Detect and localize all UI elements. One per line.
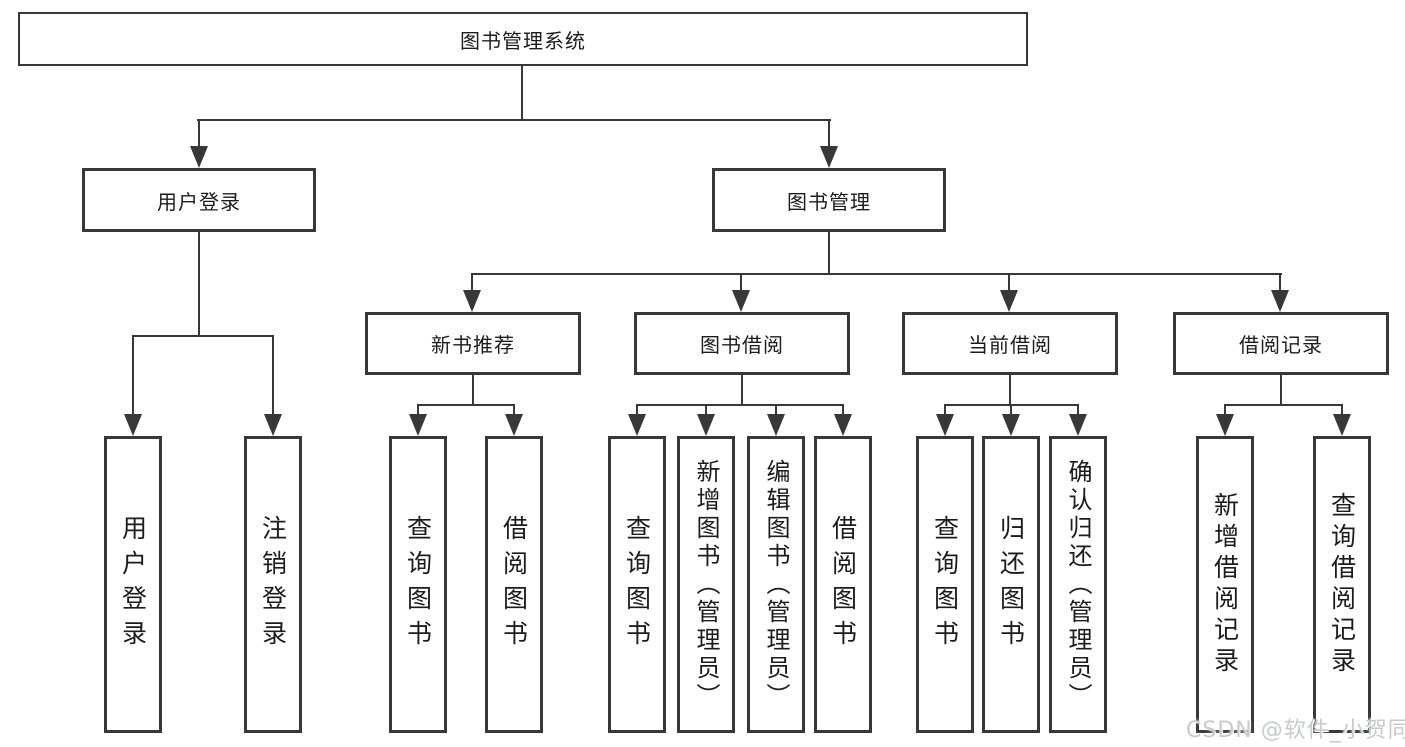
connector-line — [198, 121, 200, 149]
connector-line — [636, 404, 844, 406]
connector-line — [944, 404, 1079, 406]
connector-line — [775, 406, 777, 420]
connector-line — [1279, 275, 1281, 294]
arrow-down-icon — [1002, 414, 1020, 436]
arrow-down-icon — [1000, 290, 1018, 312]
arrow-down-icon — [190, 146, 208, 168]
connector-line — [1224, 404, 1343, 406]
arrow-down-icon — [1069, 414, 1087, 436]
arrow-down-icon — [732, 290, 750, 312]
connector-line — [521, 66, 523, 120]
arrow-down-icon — [409, 414, 427, 436]
arrow-down-icon — [628, 414, 646, 436]
connector-line — [197, 119, 831, 121]
node-book-management: 图书管理 — [712, 168, 946, 232]
connector-line — [741, 375, 743, 406]
leaf-newbook-query-books: 查询图书 — [389, 436, 447, 733]
arrow-down-icon — [834, 414, 852, 436]
connector-line — [198, 232, 200, 336]
arrow-down-icon — [124, 414, 142, 436]
connector-line — [471, 275, 473, 294]
leaf-records-query-record: 查询借阅记录 — [1313, 436, 1371, 733]
node-book-borrow: 图书借阅 — [634, 312, 850, 375]
leaf-label: 新增图书（管理员） — [692, 458, 720, 711]
leaf-borrow-query-books: 查询图书 — [608, 436, 666, 733]
node-borrow-records: 借阅记录 — [1173, 312, 1389, 375]
connector-line — [1008, 275, 1010, 294]
connector-line — [1341, 406, 1343, 420]
connector-line — [636, 406, 638, 420]
connector-line — [417, 406, 419, 420]
arrow-down-icon — [1271, 290, 1289, 312]
leaf-label: 查询借阅记录 — [1327, 491, 1357, 678]
arrow-down-icon — [1216, 414, 1234, 436]
arrow-down-icon — [820, 146, 838, 168]
leaf-label: 借阅图书 — [828, 514, 858, 655]
leaf-label: 查询图书 — [403, 514, 433, 655]
leaf-newbook-borrow-books: 借阅图书 — [485, 436, 543, 733]
connector-line — [842, 406, 844, 420]
connector-line — [472, 375, 474, 406]
leaf-borrow-edit-books-admin: 编辑图书（管理员） — [747, 436, 805, 733]
leaf-label: 确认归还（管理员） — [1064, 458, 1092, 711]
connector-line — [132, 335, 274, 337]
connector-line — [1010, 406, 1012, 420]
node-user-login: 用户登录 — [82, 168, 316, 232]
arrow-down-icon — [505, 414, 523, 436]
connector-line — [705, 406, 707, 420]
leaf-current-query-books: 查询图书 — [916, 436, 974, 733]
leaf-label: 编辑图书（管理员） — [762, 458, 790, 711]
connector-line — [1224, 406, 1226, 420]
arrow-down-icon — [936, 414, 954, 436]
leaf-label: 查询图书 — [622, 514, 652, 655]
connector-line — [740, 275, 742, 294]
arrow-down-icon — [264, 414, 282, 436]
leaf-label: 归还图书 — [996, 514, 1026, 655]
connector-line — [944, 406, 946, 420]
connector-line — [471, 273, 1282, 275]
node-current-borrow: 当前借阅 — [902, 312, 1118, 375]
connector-line — [417, 404, 515, 406]
node-new-book-recommend: 新书推荐 — [365, 312, 581, 375]
leaf-borrow-add-books-admin: 新增图书（管理员） — [677, 436, 735, 733]
connector-line — [828, 232, 830, 274]
connector-line — [513, 406, 515, 420]
node-root-system: 图书管理系统 — [18, 12, 1028, 66]
arrow-down-icon — [1333, 414, 1351, 436]
arrow-down-icon — [697, 414, 715, 436]
leaf-borrow-borrow-books: 借阅图书 — [814, 436, 872, 733]
leaf-current-return-books: 归还图书 — [982, 436, 1040, 733]
leaf-label: 注销登录 — [258, 514, 288, 655]
connector-line — [828, 121, 830, 149]
connector-line — [1009, 375, 1011, 406]
connector-line — [132, 337, 134, 417]
leaf-user-login: 用户登录 — [104, 436, 162, 733]
leaf-label: 借阅图书 — [499, 514, 529, 655]
arrow-down-icon — [463, 290, 481, 312]
arrow-down-icon — [767, 414, 785, 436]
connector-line — [1280, 375, 1282, 406]
watermark-text: CSDN @软件_小贺同学 — [1186, 718, 1405, 743]
connector-line — [272, 337, 274, 417]
leaf-label: 查询图书 — [930, 514, 960, 655]
leaf-records-add-record: 新增借阅记录 — [1196, 436, 1254, 733]
leaf-current-confirm-return-admin: 确认归还（管理员） — [1049, 436, 1107, 733]
leaf-label: 新增借阅记录 — [1210, 491, 1240, 678]
connector-line — [1077, 406, 1079, 420]
leaf-label: 用户登录 — [118, 514, 148, 655]
leaf-logout-login: 注销登录 — [244, 436, 302, 733]
